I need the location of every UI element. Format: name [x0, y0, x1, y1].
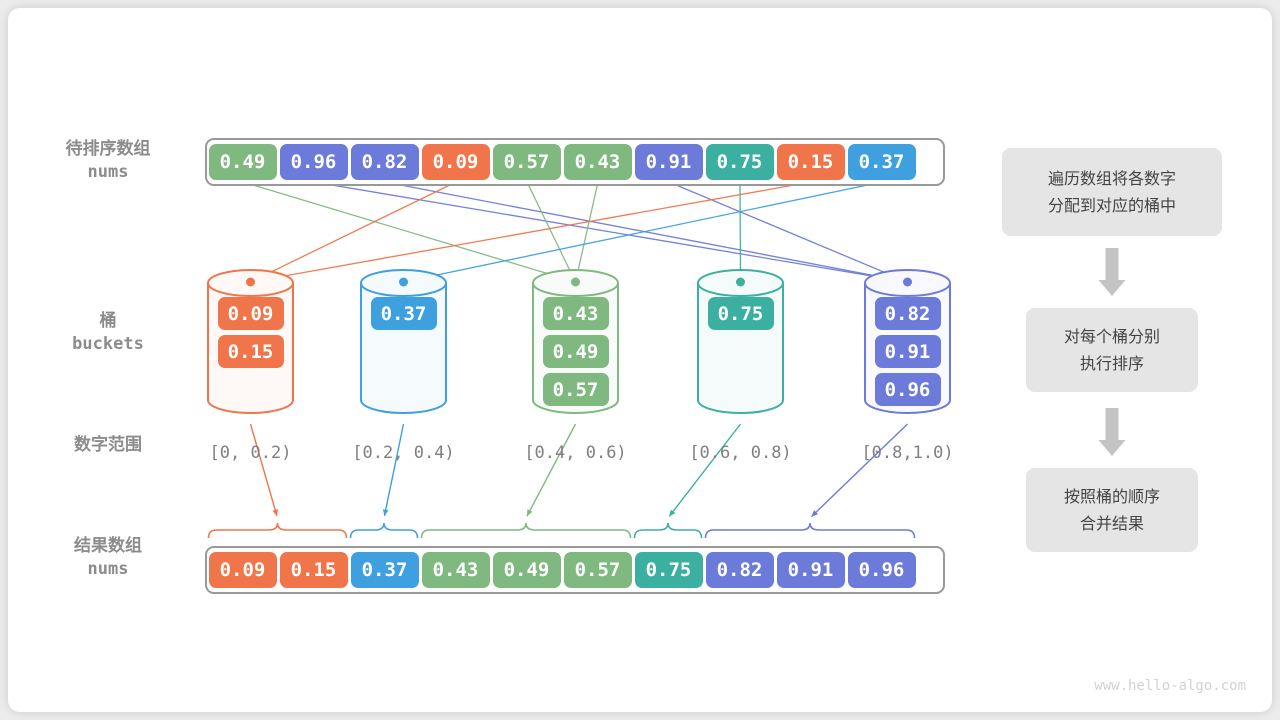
- bucket-item: 0.43: [542, 297, 609, 330]
- diagram-stage: 待排序数组 nums 桶 buckets 数字范围 结果数组 nums 0.49…: [8, 8, 1272, 712]
- output-array-cell: 0.49: [492, 552, 561, 588]
- bucket: 0.75: [697, 269, 784, 414]
- bucket-item: 0.37: [370, 297, 437, 330]
- row-label-buckets: 桶 buckets: [28, 310, 188, 356]
- output-array-cell: 0.82: [705, 552, 774, 588]
- scatter-connector-lines: [242, 181, 908, 283]
- row-label-output-array: 结果数组 nums: [28, 535, 188, 581]
- step-note-line: 执行排序: [1079, 354, 1144, 373]
- input-array-cell: 0.43: [563, 144, 632, 180]
- output-array-cell: 0.09: [208, 552, 277, 588]
- row-label-range: 数字范围: [28, 434, 188, 457]
- input-array-cell: 0.37: [847, 144, 916, 180]
- bucket-item: 0.96: [874, 373, 941, 406]
- row-label-output-cn: 结果数组: [74, 536, 142, 556]
- row-label-input-array: 待排序数组 nums: [28, 138, 188, 184]
- step-note-line: 按照桶的顺序: [1063, 487, 1160, 506]
- bucket: 0.43 0.49 0.57: [532, 269, 619, 414]
- output-array-cell: 0.57: [563, 552, 632, 588]
- bucket-range-label: [0.2, 0.4): [352, 443, 455, 463]
- step-note: 按照桶的顺序合并结果: [1026, 468, 1198, 552]
- bucket-item: 0.57: [542, 373, 609, 406]
- bucket-item: 0.75: [707, 297, 774, 330]
- bucket-item: 0.09: [217, 297, 284, 330]
- input-array-cell: 0.75: [705, 144, 774, 180]
- input-array-cell: 0.57: [492, 144, 561, 180]
- step-note: 对每个桶分别执行排序: [1026, 308, 1198, 392]
- bucket-item: 0.91: [874, 335, 941, 368]
- step-note-line: 对每个桶分别: [1063, 327, 1160, 346]
- step-note-line: 遍历数组将各数字: [1047, 169, 1176, 188]
- input-array-cell: 0.82: [350, 144, 419, 180]
- bucket-item: 0.15: [217, 335, 284, 368]
- bucket-range-label: [0.6, 0.8): [689, 443, 792, 463]
- bucket-range-label: [0, 0.2): [209, 443, 292, 463]
- row-label-buckets-cn: 桶: [99, 311, 117, 331]
- bucket: 0.37: [360, 269, 447, 414]
- input-array-cell: 0.91: [634, 144, 703, 180]
- input-array-cell: 0.96: [279, 144, 348, 180]
- step-note: 遍历数组将各数字分配到对应的桶中: [1002, 148, 1222, 236]
- bucket-group-braces: [207, 522, 916, 539]
- merge-connector-lines: [249, 423, 908, 518]
- row-label-output-code: nums: [87, 559, 129, 579]
- bucket-item: 0.49: [542, 335, 609, 368]
- input-array-cell: 0.15: [776, 144, 845, 180]
- input-array-cell: 0.09: [421, 144, 490, 180]
- bucket-item: 0.82: [874, 297, 941, 330]
- output-array-cell: 0.96: [847, 552, 916, 588]
- step-note-line: 分配到对应的桶中: [1047, 196, 1176, 215]
- row-label-buckets-code: buckets: [72, 334, 144, 354]
- step-note-line: 合并结果: [1079, 514, 1144, 533]
- row-label-range-cn: 数字范围: [74, 435, 142, 455]
- output-array-cell: 0.75: [634, 552, 703, 588]
- row-label-input-code: nums: [87, 162, 129, 182]
- bucket: 0.82 0.91 0.96: [864, 269, 951, 414]
- step-arrows: [1098, 248, 1126, 456]
- bucket: 0.09 0.15: [207, 269, 294, 414]
- row-label-input-cn: 待排序数组: [65, 139, 151, 159]
- output-array-cell: 0.43: [421, 552, 490, 588]
- output-array-cell: 0.15: [279, 552, 348, 588]
- output-array-cell: 0.91: [776, 552, 845, 588]
- diagram-card: 待排序数组 nums 桶 buckets 数字范围 结果数组 nums 0.49…: [8, 8, 1272, 712]
- output-array-cell: 0.37: [350, 552, 419, 588]
- bucket-range-label: [0.4, 0.6): [524, 443, 627, 463]
- bucket-range-label: [0.8,1.0): [861, 443, 954, 463]
- input-array-cell: 0.49: [208, 144, 277, 180]
- watermark: www.hello-algo.com: [1094, 678, 1246, 694]
